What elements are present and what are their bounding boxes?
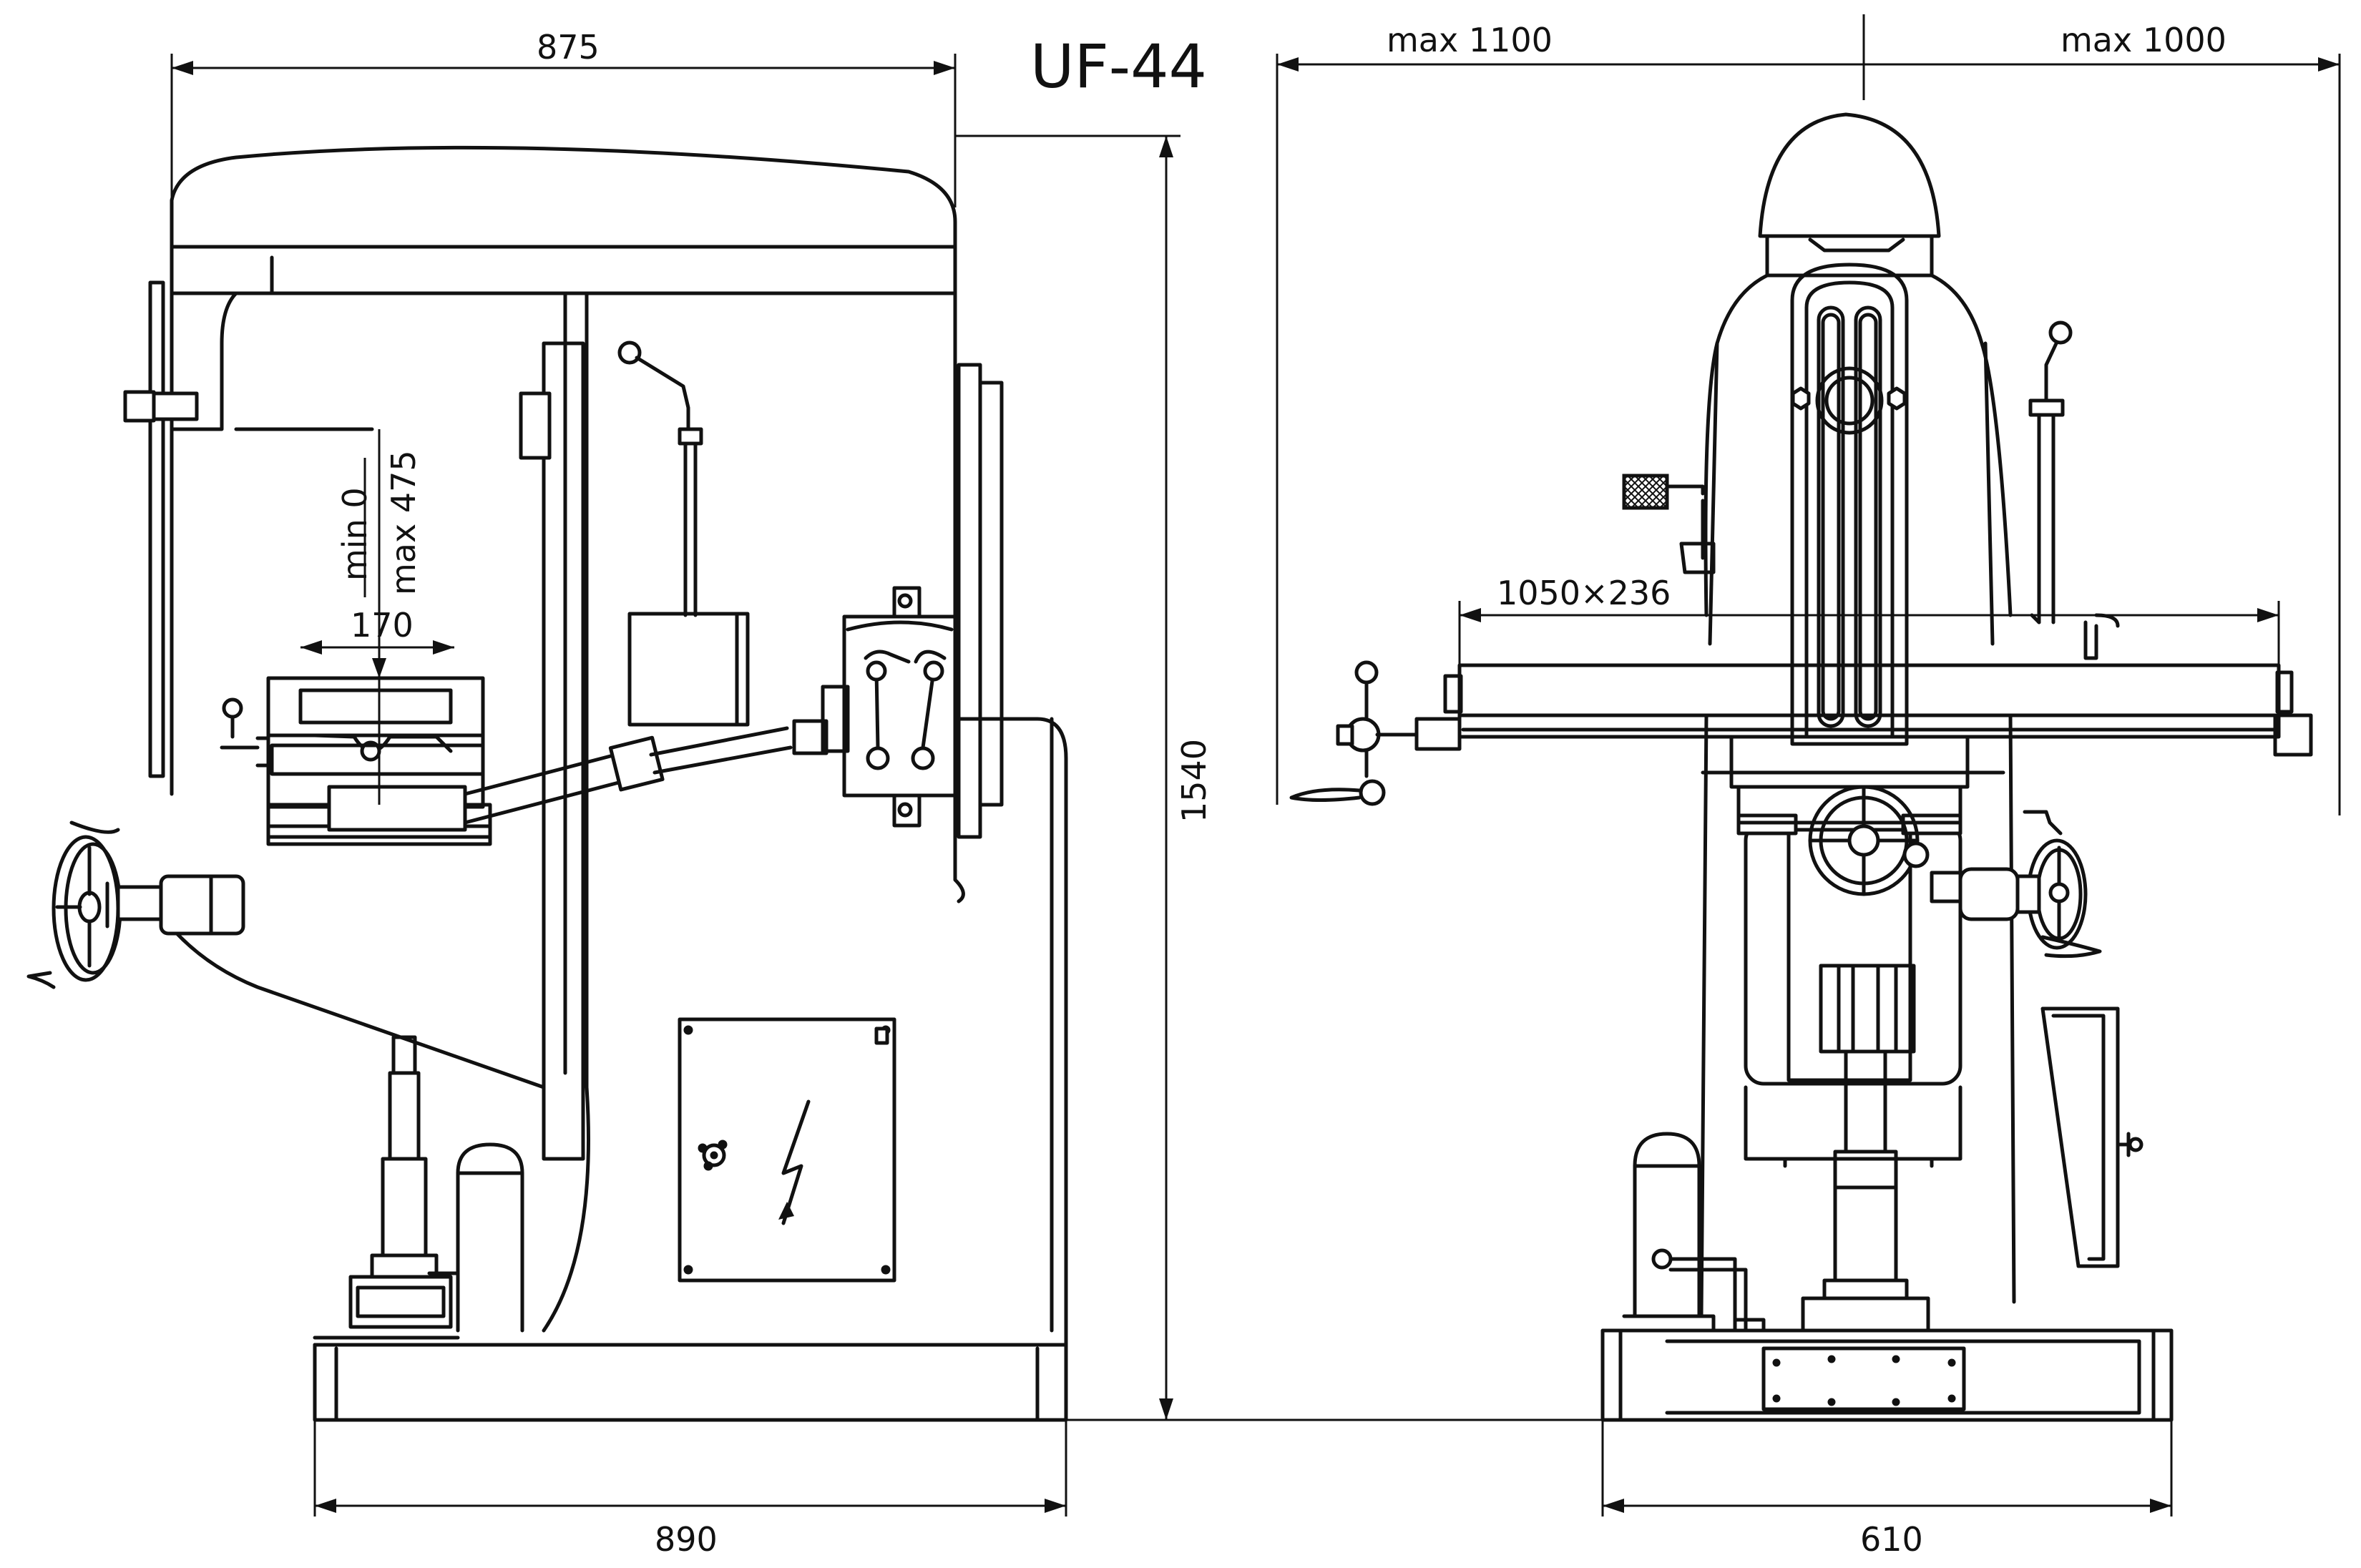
ram-left [170,255,274,796]
column [542,291,590,1333]
vise [220,676,492,846]
right-guide [978,381,1004,807]
lightning-icon [781,1099,811,1225]
milling-head [792,586,957,828]
front-column [1703,234,2013,617]
front-base [1600,1328,2174,1422]
counterweight [627,612,750,727]
right-lever [2028,320,2073,624]
overarm-cap [170,145,957,303]
side-base [313,1336,1068,1422]
side-view [26,145,1068,1422]
drive-cylinder [327,726,793,832]
saddle [1701,735,2005,1086]
center-handwheel [1808,785,1930,896]
dimension-lines: 875 890 1540 min 0 max 475 170 max 1100 … [170,14,2341,1559]
dim-max-1000: max 1000 [2061,21,2226,59]
left-crank [1289,660,1419,806]
dim-vertical-max: max 475 [384,450,423,595]
dim-890: 890 [655,1520,718,1559]
dim-1540: 1540 [1175,739,1213,823]
dim-170: 170 [351,606,414,645]
front-table [1414,613,2313,757]
dim-vertical-min: min 0 [336,487,374,581]
ram-bolt [123,390,156,423]
front-coolant-tank [1622,1132,1766,1333]
handwheel-left [26,820,245,989]
support-jack [348,1035,460,1329]
right-handwheel [1930,810,2102,959]
dim-875: 875 [537,28,600,67]
drawing-title: UF-44 [1030,31,1207,102]
front-view [1289,112,2313,1422]
coolant-pump [456,1142,524,1333]
dim-table-size: 1050×236 [1497,574,1671,612]
vertical-slide [542,341,585,1161]
knurled-knob [1622,474,1716,574]
dome-top [1758,112,1941,238]
front-plate [1790,263,1909,746]
side-door [2040,1006,2144,1268]
dim-610: 610 [1860,1520,1923,1559]
dim-max-1100: max 1100 [1387,21,1553,59]
electrical-cabinet [678,1017,896,1283]
vertical-rod [617,340,750,727]
